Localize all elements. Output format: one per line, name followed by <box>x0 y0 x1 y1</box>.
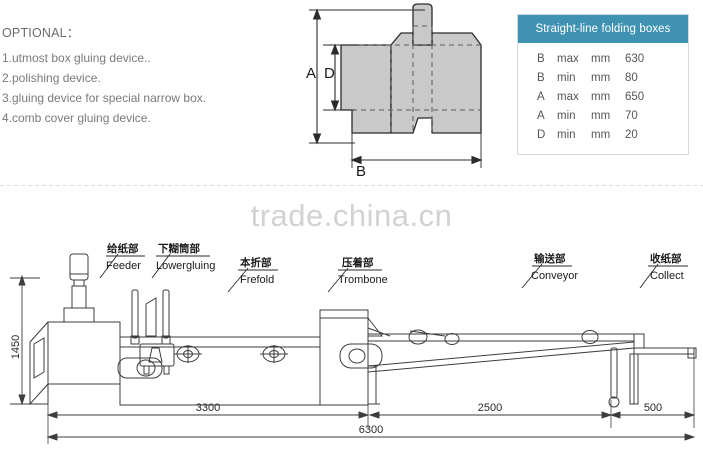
spec-value: 80 <box>625 72 638 84</box>
dimension-label-a: A <box>306 65 316 82</box>
station-label-en-collect: Collect <box>650 270 684 282</box>
station-label-cn-trombone: 压着部 <box>342 256 374 269</box>
station-label-en-lowergluing: Lowergluing <box>156 260 215 272</box>
dimension-segment-1: 3300 <box>196 402 220 414</box>
spec-unit: mm <box>591 110 611 122</box>
spec-value: 20 <box>625 129 638 141</box>
watermark-text: trade.china.cn <box>250 198 453 233</box>
table-row: B min mm 80 <box>518 69 688 88</box>
station-label-cn-lowergluing: 下糊筒部 <box>158 242 200 255</box>
optional-item: 3.gluing device for special narrow box. <box>2 91 207 105</box>
spec-unit: mm <box>591 91 611 103</box>
optional-item: 4.comb cover gluing device. <box>2 111 151 125</box>
spec-value: 630 <box>625 53 645 65</box>
spec-unit: mm <box>591 72 611 84</box>
spec-value: 70 <box>625 110 638 122</box>
station-label-en-frefold: Frefold <box>240 274 274 286</box>
specification-table: Straight-line folding boxes B max mm 630… <box>517 14 689 155</box>
station-label-en-conveyor: Conveyor <box>531 270 578 282</box>
dimension-segment-3: 500 <box>644 402 662 414</box>
machine-layout-diagram: 给纸部 Feeder 下糊筒部 Lowergluing 本折部 Frefold … <box>0 232 703 452</box>
table-row: A max mm 650 <box>518 88 688 107</box>
dieline-svg: A D B <box>306 3 483 180</box>
spec-symbol: D <box>537 129 546 141</box>
spec-limit: min <box>557 72 576 84</box>
spec-unit: mm <box>591 53 611 65</box>
box-dieline-diagram: A D B <box>295 0 510 180</box>
optional-title: OPTIONAL： <box>2 26 80 40</box>
spec-table-header: Straight-line folding boxes <box>518 15 688 43</box>
dimension-segment-2: 2500 <box>478 402 502 414</box>
optional-item: 1.utmost box gluing device.. <box>2 51 151 65</box>
table-row: B max mm 630 <box>518 50 688 69</box>
station-label-cn-collect: 收纸部 <box>650 252 682 265</box>
dimension-label-b: B <box>356 163 366 180</box>
dimension-total: 6300 <box>359 424 383 436</box>
station-label-en-feeder: Feeder <box>106 260 141 272</box>
station-label-cn-frefold: 本折部 <box>240 256 272 269</box>
spec-table-body: B max mm 630 B min mm 80 A max mm 650 A … <box>518 43 688 154</box>
top-specification-section: OPTIONAL： 1.utmost box gluing device.. 2… <box>0 0 703 185</box>
dimension-height: 1450 <box>10 335 22 359</box>
machine-svg: 给纸部 Feeder 下糊筒部 Lowergluing 本折部 Frefold … <box>10 242 697 444</box>
spec-symbol: B <box>537 53 545 65</box>
spec-symbol: A <box>537 91 545 103</box>
section-divider <box>0 185 703 186</box>
dimension-label-d: D <box>324 65 335 82</box>
station-label-en-trombone: Trombone <box>338 274 388 286</box>
spec-symbol: A <box>537 110 545 122</box>
spec-limit: max <box>557 53 579 65</box>
table-row: A min mm 70 <box>518 107 688 126</box>
table-row: D min mm 20 <box>518 126 688 145</box>
optional-item: 2.polishing device. <box>2 71 101 85</box>
station-label-cn-feeder: 给纸部 <box>107 242 139 255</box>
optional-features-block: OPTIONAL： 1.utmost box gluing device.. 2… <box>2 22 252 128</box>
spec-limit: min <box>557 110 576 122</box>
spec-limit: min <box>557 129 576 141</box>
spec-limit: max <box>557 91 579 103</box>
spec-value: 650 <box>625 91 645 103</box>
spec-unit: mm <box>591 129 611 141</box>
station-label-cn-conveyor: 输送部 <box>534 252 566 265</box>
spec-symbol: B <box>537 72 545 84</box>
